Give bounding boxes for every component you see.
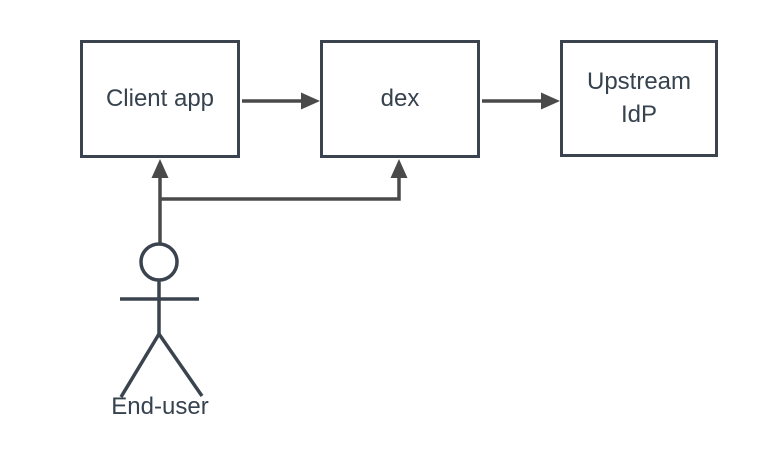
node-client-app-label: Client app xyxy=(105,84,215,112)
edge-clientapp-to-dex-arrowhead-icon xyxy=(301,92,320,110)
edge-enduser-to-dex-arrowhead-icon xyxy=(390,159,408,178)
node-upstream-idp-label: Upstream IdP xyxy=(586,68,692,128)
edge-enduser-to-dex xyxy=(160,177,401,201)
node-dex: dex xyxy=(320,40,480,158)
node-client-app: Client app xyxy=(80,40,240,158)
edges-group xyxy=(151,92,560,243)
actor-end-user-icon xyxy=(119,242,204,398)
node-dex-label: dex xyxy=(380,84,420,112)
actor-left-leg xyxy=(119,333,161,398)
actor-right-leg xyxy=(157,333,204,397)
edge-enduser-to-clientapp-arrowhead-icon xyxy=(151,159,169,178)
edge-dex-to-upstreamidp-arrowhead-icon xyxy=(541,92,560,110)
actor-head xyxy=(139,242,179,282)
actor-end-user-label: End-user xyxy=(111,393,209,420)
node-upstream-idp: Upstream IdP xyxy=(560,40,718,157)
